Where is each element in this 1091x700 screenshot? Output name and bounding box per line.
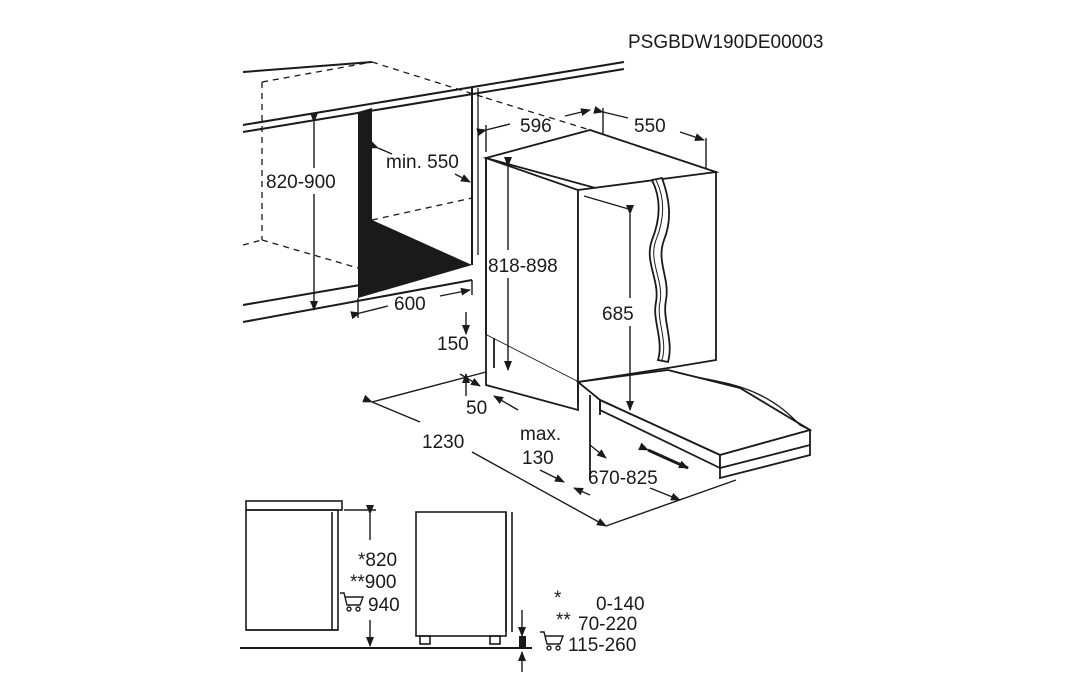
floor-line <box>242 284 361 306</box>
hidden-edge <box>371 197 473 221</box>
dimension-labels: 820-900 min. 550 600 596 550 818-898 685… <box>266 116 666 489</box>
label-height-1: *820 <box>358 550 397 571</box>
worktop-side <box>245 500 343 511</box>
door-movement-arrow <box>638 442 689 470</box>
side-view-left <box>245 500 343 631</box>
label-plinth-setback: 50 <box>466 398 487 419</box>
label-height-3: 940 <box>368 595 400 616</box>
hidden-edge <box>261 61 373 83</box>
label-max: max. <box>520 424 561 445</box>
label-appliance-height: 818-898 <box>488 256 558 277</box>
label-niche-height: 820-900 <box>266 172 336 193</box>
label-door-height: 685 <box>602 304 634 325</box>
dim-appliance-depth <box>679 131 705 141</box>
worktop-edge-front-2 <box>242 68 625 133</box>
label-appliance-depth: 550 <box>634 116 666 137</box>
door-open-side <box>719 428 811 480</box>
dimension-lines <box>310 106 737 527</box>
dim-min-depth <box>454 173 471 183</box>
dishwasher <box>482 129 813 480</box>
legend-mark-1: * <box>554 588 562 609</box>
label-plinth-height: 150 <box>437 334 469 355</box>
dim-niche-width <box>439 287 471 297</box>
furniture-panel <box>648 176 671 364</box>
niche <box>242 61 625 323</box>
foot <box>489 635 501 645</box>
door-open-panel <box>667 369 811 431</box>
label-max-value: 130 <box>522 448 554 469</box>
dishwasher-front <box>577 170 717 384</box>
appliance-side <box>415 511 507 637</box>
dim-door-range <box>649 487 681 501</box>
label-height-2: **900 <box>350 572 397 593</box>
drawing-code: PSGBDW190DE00003 <box>628 32 823 53</box>
hidden-edge <box>261 239 359 269</box>
dim-door-swing <box>362 394 421 423</box>
dim-door-range <box>589 444 607 459</box>
dim-appliance-depth <box>593 106 629 119</box>
dishwasher-side-body <box>245 509 339 631</box>
side-height-labels: *820 **900 940 <box>350 550 400 616</box>
worktop-edge-front <box>242 61 625 126</box>
dim-niche-width <box>350 305 389 320</box>
gap-block <box>519 636 526 648</box>
label-door-range: 670-825 <box>588 468 658 489</box>
dim-appliance-width <box>476 123 511 137</box>
legend-value-3: 115-260 <box>568 635 636 656</box>
dim-plinth-setback <box>493 395 519 411</box>
legend-value-1: 0-140 <box>596 594 645 615</box>
dim-ext <box>605 479 737 527</box>
side-height-dim <box>344 505 526 672</box>
cart-icon <box>540 631 565 651</box>
door-open-edge <box>719 444 811 469</box>
panel-edge <box>653 179 665 361</box>
hidden-edge <box>371 61 487 99</box>
legend-value-2: 70-220 <box>578 614 637 635</box>
worktop-edge-top <box>242 61 373 73</box>
dim-ext <box>371 371 487 403</box>
dim-max <box>573 487 591 496</box>
legend: * 0-140 ** 70-220 115-260 <box>540 588 645 656</box>
dim-ext <box>583 195 633 211</box>
dim-plinth-setback <box>459 373 481 387</box>
label-door-swing: 1230 <box>422 432 464 453</box>
dim-max <box>539 469 565 483</box>
dim-door-swing <box>471 451 607 527</box>
niche-interior-shadow <box>358 108 472 298</box>
hidden-edge <box>242 239 263 246</box>
side-view-right <box>415 511 513 645</box>
cart-icon <box>340 592 365 612</box>
dim-min-depth <box>368 140 393 155</box>
foot <box>419 635 431 645</box>
hidden-edge <box>485 97 591 131</box>
dim-appliance-width <box>564 108 591 117</box>
legend-mark-2: ** <box>556 610 571 631</box>
label-min-depth: min. 550 <box>386 152 459 173</box>
label-appliance-width: 596 <box>520 116 552 137</box>
label-niche-width: 600 <box>394 294 426 315</box>
